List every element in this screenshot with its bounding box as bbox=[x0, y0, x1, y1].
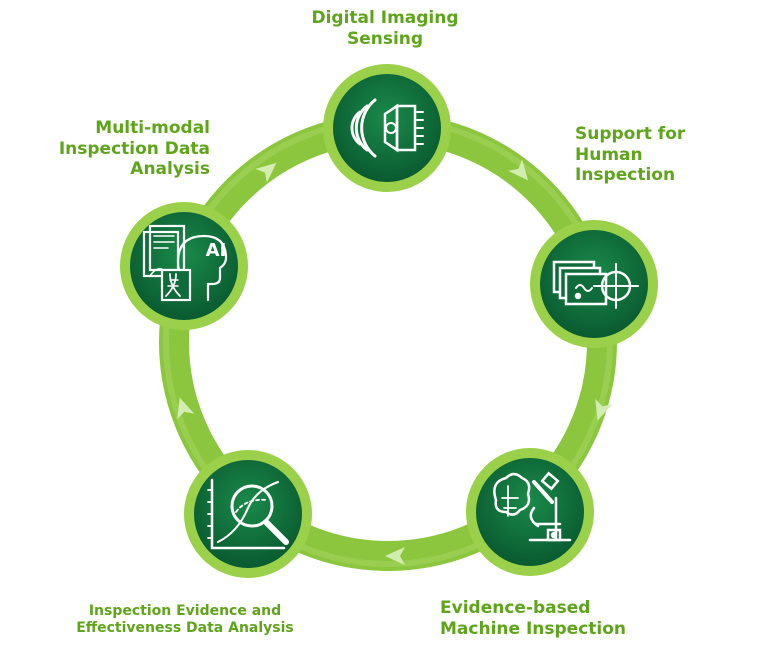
node-evidence-machine bbox=[466, 448, 594, 576]
arrow-support-to-evidence-icon bbox=[595, 398, 613, 421]
label-support-human: Support for Human Inspection bbox=[575, 124, 686, 186]
imaging-sensor-icon bbox=[350, 98, 424, 158]
chart-magnifier-icon bbox=[207, 478, 289, 550]
node-evidence-data bbox=[184, 450, 312, 578]
arrow-inspection-to-multimodal-icon bbox=[177, 397, 195, 420]
label-digital-imaging: Digital Imaging Sensing bbox=[311, 8, 459, 49]
arrow-evidence-to-inspection-icon bbox=[385, 547, 405, 565]
image-crosshair-icon bbox=[552, 260, 639, 309]
arrow-digital-to-support-icon bbox=[508, 159, 529, 181]
label-multimodal: Multi-modal Inspection Data Analysis bbox=[58, 118, 210, 180]
node-digital-imaging bbox=[323, 64, 451, 192]
brain-microscope-icon bbox=[493, 471, 572, 542]
label-evidence-data: Inspection Evidence and Effectiveness Da… bbox=[76, 603, 294, 637]
ai-head-dna-icon bbox=[142, 224, 228, 302]
arrow-multimodal-to-digital-icon bbox=[255, 162, 277, 183]
node-support-human bbox=[530, 220, 658, 348]
node-multimodal bbox=[120, 202, 248, 330]
ai-badge-text: AI bbox=[205, 240, 227, 261]
label-evidence-machine: Evidence-based Machine Inspection bbox=[440, 598, 627, 639]
